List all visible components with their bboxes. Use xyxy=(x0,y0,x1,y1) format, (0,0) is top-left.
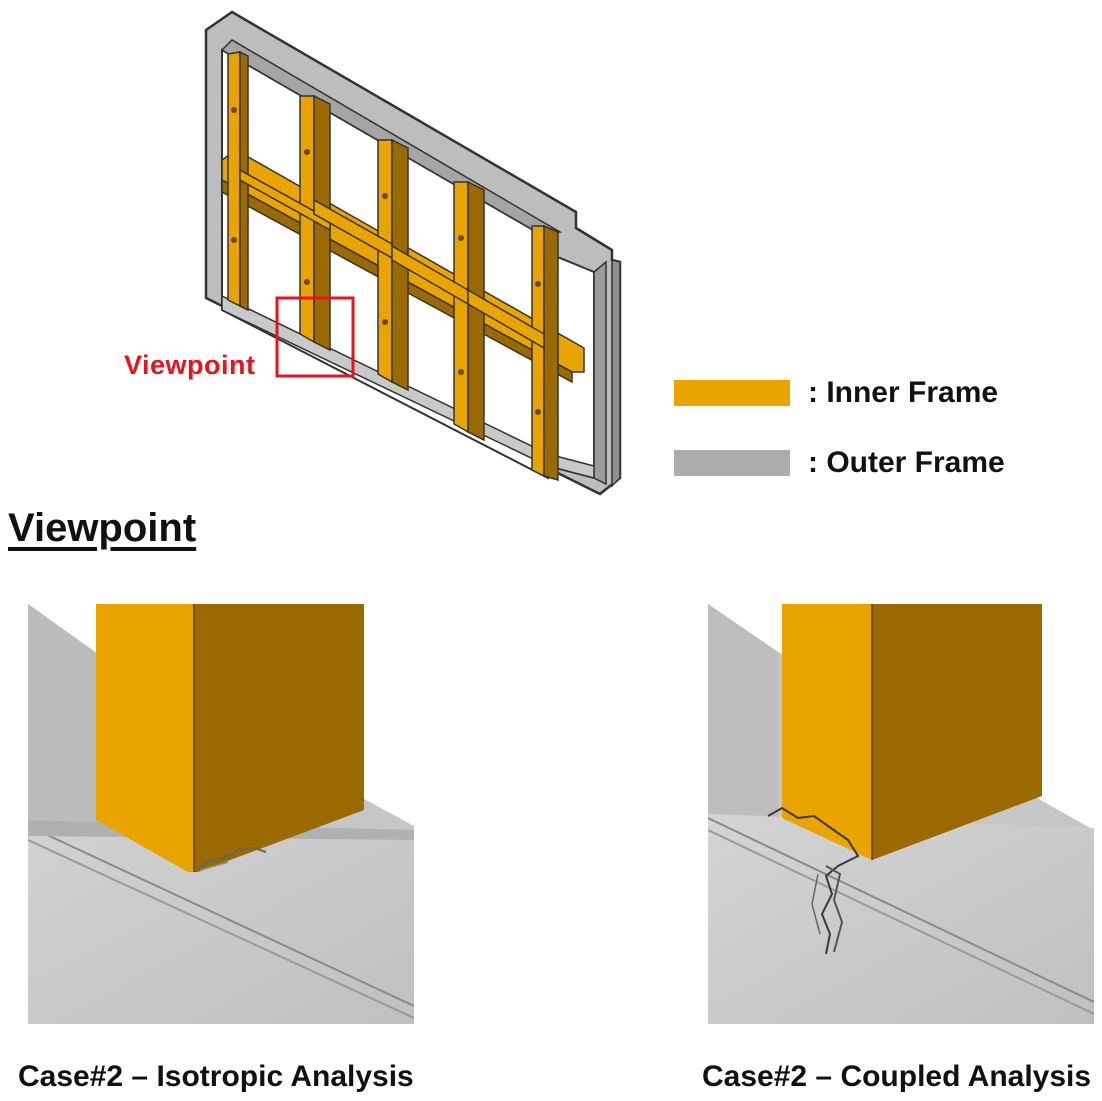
viewpoint-box xyxy=(275,296,355,378)
isotropic-detail-image xyxy=(28,604,414,1024)
coupled-caption: Case#2 – Coupled Analysis xyxy=(702,1060,1092,1093)
bolt-holes xyxy=(231,107,541,415)
isotropic-caption: Case#2 – Isotropic Analysis xyxy=(18,1060,414,1093)
inner-frame-label: : Inner Frame xyxy=(808,376,999,409)
frame-diagram xyxy=(204,10,622,496)
inner-frame-swatch xyxy=(674,380,790,406)
section-title: Viewpoint xyxy=(8,506,197,550)
legend-item-inner: : Inner Frame xyxy=(674,376,1005,410)
coupled-detail-image xyxy=(708,604,1094,1024)
legend: : Inner Frame : Outer Frame xyxy=(674,376,1005,480)
legend-item-outer: : Outer Frame xyxy=(674,446,1005,480)
outer-frame-label: : Outer Frame xyxy=(808,446,1005,479)
outer-frame-swatch xyxy=(674,450,790,476)
viewpoint-callout: Viewpoint xyxy=(124,350,256,380)
inner-frame xyxy=(221,50,585,481)
